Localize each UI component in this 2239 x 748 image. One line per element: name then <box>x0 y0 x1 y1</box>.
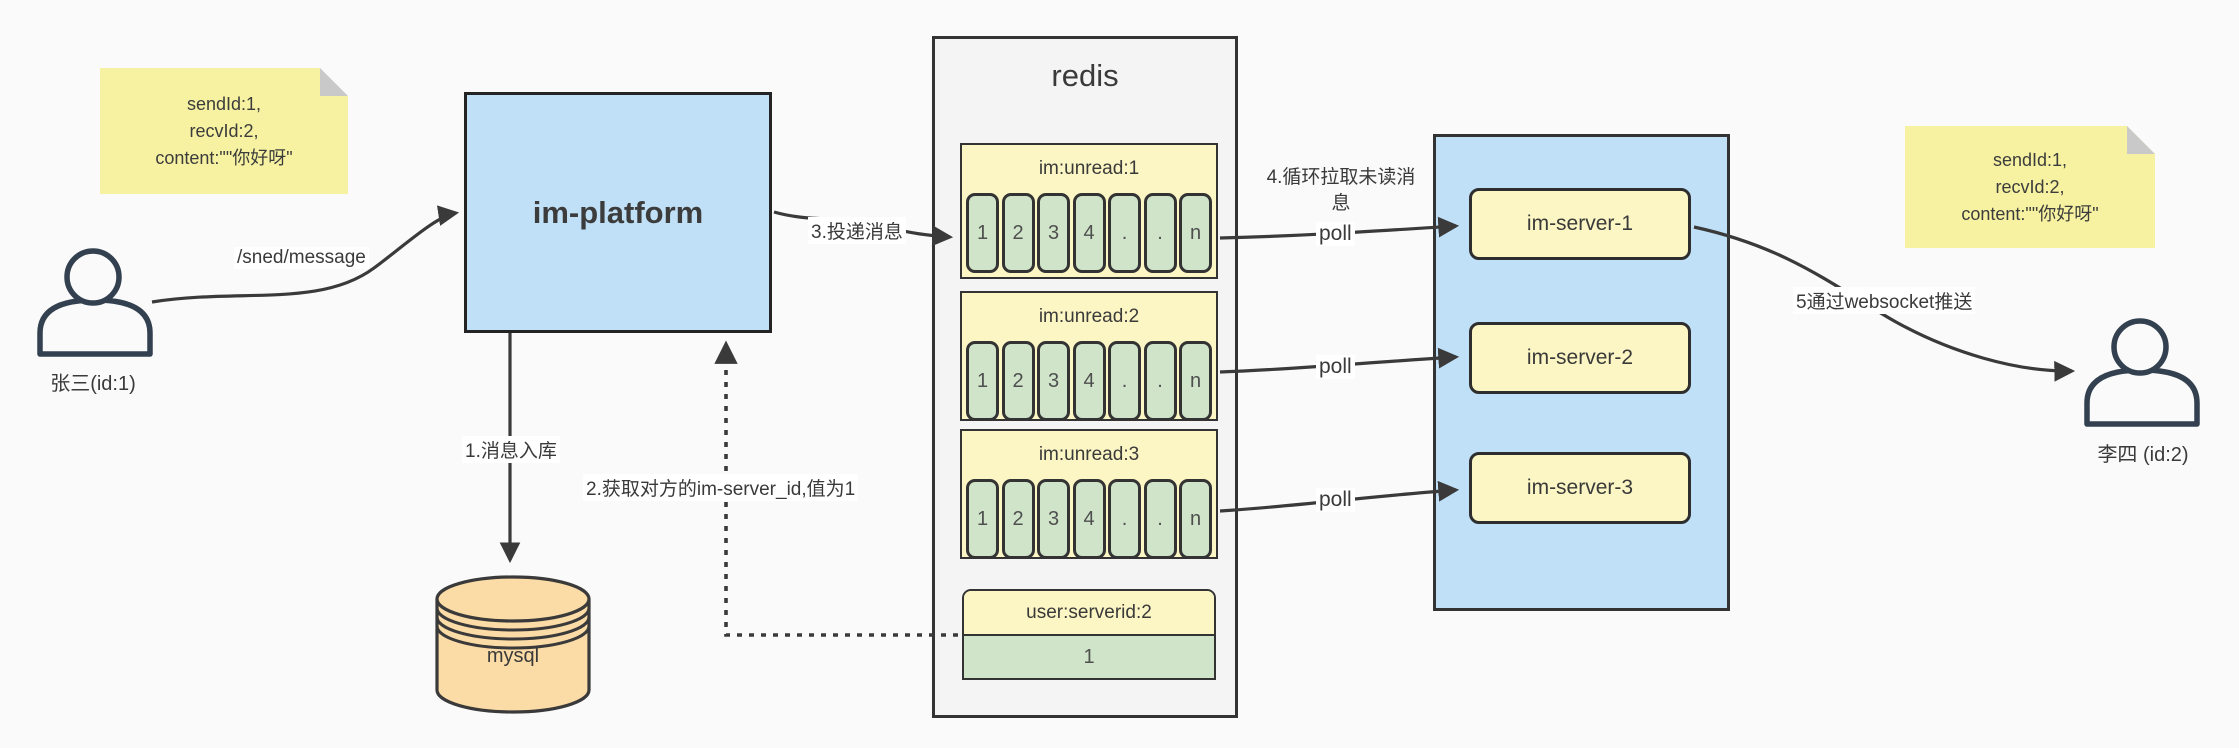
edge-label-poll-1: poll <box>1316 222 1355 246</box>
note-line: recvId:2, <box>189 120 259 141</box>
queue-im-unread-1: im:unread:1 1 2 3 4 . . n <box>960 143 1218 279</box>
kv-value: 1 <box>964 636 1214 678</box>
queue-cell: 1 <box>966 193 999 273</box>
sender-label: 张三(id:1) <box>50 373 136 395</box>
mysql-label: mysql <box>486 645 540 667</box>
note-fold-icon <box>320 68 348 96</box>
edge-label-step4: 4.循环拉取未读消息 <box>1266 167 1416 214</box>
note-line: content:""你好呀" <box>1961 203 2099 224</box>
note-line: content:""你好呀" <box>155 147 293 168</box>
queue-cell: 4 <box>1072 341 1106 421</box>
edge-label-step2: 2.获取对方的im-server_id,值为1 <box>583 474 859 501</box>
queue-cell: . <box>1108 479 1141 559</box>
queue-cell: 3 <box>1037 193 1070 273</box>
note-body: sendId:1, recvId:2, content:""你好呀" <box>1905 126 2155 248</box>
queue-name: im:unread:3 <box>1038 444 1140 465</box>
redis-title: redis <box>1051 58 1119 93</box>
queue-cell: 4 <box>1072 193 1106 273</box>
kv-key: user:serverid:2 <box>964 591 1214 636</box>
edge-label-step1: 1.消息入库 <box>462 436 560 463</box>
queue-cell: . <box>1108 193 1141 273</box>
queue-cell: n <box>1179 479 1212 559</box>
edge-label-step3: 3.投递消息 <box>808 217 906 244</box>
queue-name: im:unread:1 <box>1038 158 1140 179</box>
queue-cell: 4 <box>1072 479 1106 559</box>
queue-cell: 2 <box>1001 341 1035 421</box>
edge-label-step5: 5通过websocket推送 <box>1793 287 1976 314</box>
queue-cell: . <box>1143 341 1177 421</box>
im-server-1-label: im-server-1 <box>1526 212 1634 235</box>
queue-cell: . <box>1108 341 1141 421</box>
queue-cell: 3 <box>1037 341 1070 421</box>
queue-cell: n <box>1179 193 1212 273</box>
im-platform-box: im-platform <box>464 92 772 333</box>
im-server-3-box: im-server-3 <box>1469 452 1691 524</box>
edge-label-poll-2: poll <box>1316 355 1355 379</box>
note-line: sendId:1, <box>186 93 262 114</box>
queue-cell: 3 <box>1037 479 1070 559</box>
im-server-2-label: im-server-2 <box>1526 346 1634 369</box>
queue-cell: 2 <box>1001 479 1035 559</box>
note-fold-icon <box>2127 126 2155 154</box>
im-server-3-label: im-server-3 <box>1526 476 1634 499</box>
im-platform-label: im-platform <box>532 194 704 230</box>
queue-cell: . <box>1143 193 1177 273</box>
receiver-person-icon <box>2084 318 2200 427</box>
queue-im-unread-2: im:unread:2 1 2 3 4 . . n <box>960 291 1218 421</box>
queue-cell: 1 <box>966 341 999 421</box>
queue-cells: 1 2 3 4 . . n <box>962 479 1216 559</box>
queue-cells: 1 2 3 4 . . n <box>962 193 1216 273</box>
queue-im-unread-3: im:unread:3 1 2 3 4 . . n <box>960 429 1218 559</box>
edge-label-send: /sned/message <box>234 247 369 269</box>
edge-label-poll-3: poll <box>1316 488 1355 512</box>
sender-person-icon <box>37 248 153 357</box>
receiver-label: 李四 (id:2) <box>2097 444 2189 466</box>
message-note-left: sendId:1, recvId:2, content:""你好呀" <box>100 68 348 194</box>
im-server-1-box: im-server-1 <box>1469 188 1691 260</box>
queue-cells: 1 2 3 4 . . n <box>962 341 1216 421</box>
queue-cell: 2 <box>1001 193 1035 273</box>
kv-user-serverid: user:serverid:2 1 <box>962 589 1216 680</box>
queue-name: im:unread:2 <box>1038 306 1140 327</box>
note-line: sendId:1, <box>1992 149 2068 170</box>
note-line: recvId:2, <box>1995 176 2065 197</box>
im-server-2-box: im-server-2 <box>1469 322 1691 394</box>
note-body: sendId:1, recvId:2, content:""你好呀" <box>100 68 348 194</box>
queue-cell: n <box>1179 341 1212 421</box>
queue-cell: . <box>1143 479 1177 559</box>
message-note-right: sendId:1, recvId:2, content:""你好呀" <box>1905 126 2155 248</box>
queue-cell: 1 <box>966 479 999 559</box>
